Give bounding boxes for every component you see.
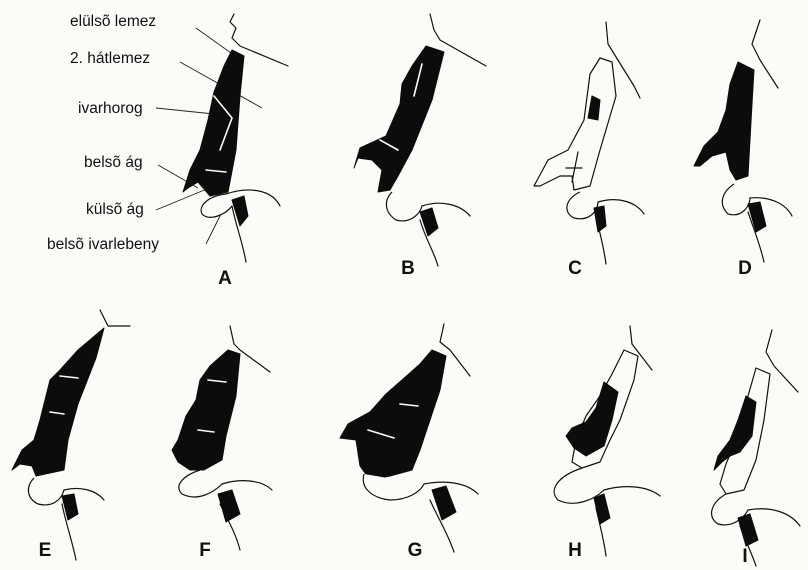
annotation-labels: elülsõ lemez 2. hátlemez ivarhorog belsõ… xyxy=(47,13,159,253)
inner-lobe xyxy=(420,208,438,236)
body-outline xyxy=(748,509,800,526)
anterior-plate-outline xyxy=(766,330,798,392)
body-outline xyxy=(424,482,478,494)
panel-letter-c: C xyxy=(568,258,582,279)
body-outline xyxy=(604,487,660,496)
gonopod-dark-region xyxy=(354,46,444,192)
anterior-plate-outline xyxy=(440,324,470,376)
panel-b: B xyxy=(354,14,486,279)
panel-i: I xyxy=(712,330,800,567)
label-hatlemez-2: 2. hátlemez xyxy=(70,50,150,67)
outer-branch xyxy=(386,192,422,221)
panel-letter-f: F xyxy=(199,540,211,561)
inner-lobe xyxy=(748,202,766,232)
body-outline xyxy=(222,481,272,490)
label-kulso-ag: külsõ ág xyxy=(86,201,144,218)
label-belso-ivarlebeny: belsõ ivarlebeny xyxy=(47,236,159,253)
panel-c: C xyxy=(534,22,644,279)
label-elulso-lemez: elülsõ lemez xyxy=(70,13,156,30)
panel-g: G xyxy=(340,324,478,561)
panel-letter-i: I xyxy=(742,546,747,567)
label-ivarhorog: ivarhorog xyxy=(78,100,143,117)
panel-letter-g: G xyxy=(408,540,423,561)
panel-letter-d: D xyxy=(738,258,752,279)
panel-d: D xyxy=(694,20,792,279)
gonopod-dark-region xyxy=(12,328,104,476)
panel-letter-a: A xyxy=(218,268,232,289)
inner-lobe xyxy=(232,196,248,226)
gonopod-dark-region xyxy=(340,350,446,480)
panel-h: H xyxy=(554,326,660,561)
gonopod-dark-region xyxy=(694,62,754,180)
outer-branch xyxy=(363,474,424,500)
gonopod-dark-region xyxy=(172,350,240,470)
outer-branch xyxy=(201,194,232,217)
panel-f: F xyxy=(172,326,272,561)
panel-letter-h: H xyxy=(568,540,582,561)
inner-lobe xyxy=(432,486,456,520)
gonopod-dark-region xyxy=(566,382,618,456)
panel-letter-b: B xyxy=(401,258,415,279)
outer-branch xyxy=(28,478,64,505)
leader-ivarhorog xyxy=(156,108,214,114)
anterior-plate-outline xyxy=(752,20,778,88)
gonopod-outline xyxy=(534,58,616,190)
label-belso-ag: belsõ ág xyxy=(84,154,143,171)
panel-letter-e: E xyxy=(39,540,52,561)
panel-e: E xyxy=(12,310,130,561)
outer-branch xyxy=(179,470,222,497)
anterior-plate-outline xyxy=(100,310,130,326)
outer-branch xyxy=(567,192,598,219)
gonopod-dark-region xyxy=(183,50,244,196)
outer-branch xyxy=(722,184,750,215)
inner-lobe xyxy=(594,206,606,232)
panel-a: A xyxy=(183,14,288,289)
